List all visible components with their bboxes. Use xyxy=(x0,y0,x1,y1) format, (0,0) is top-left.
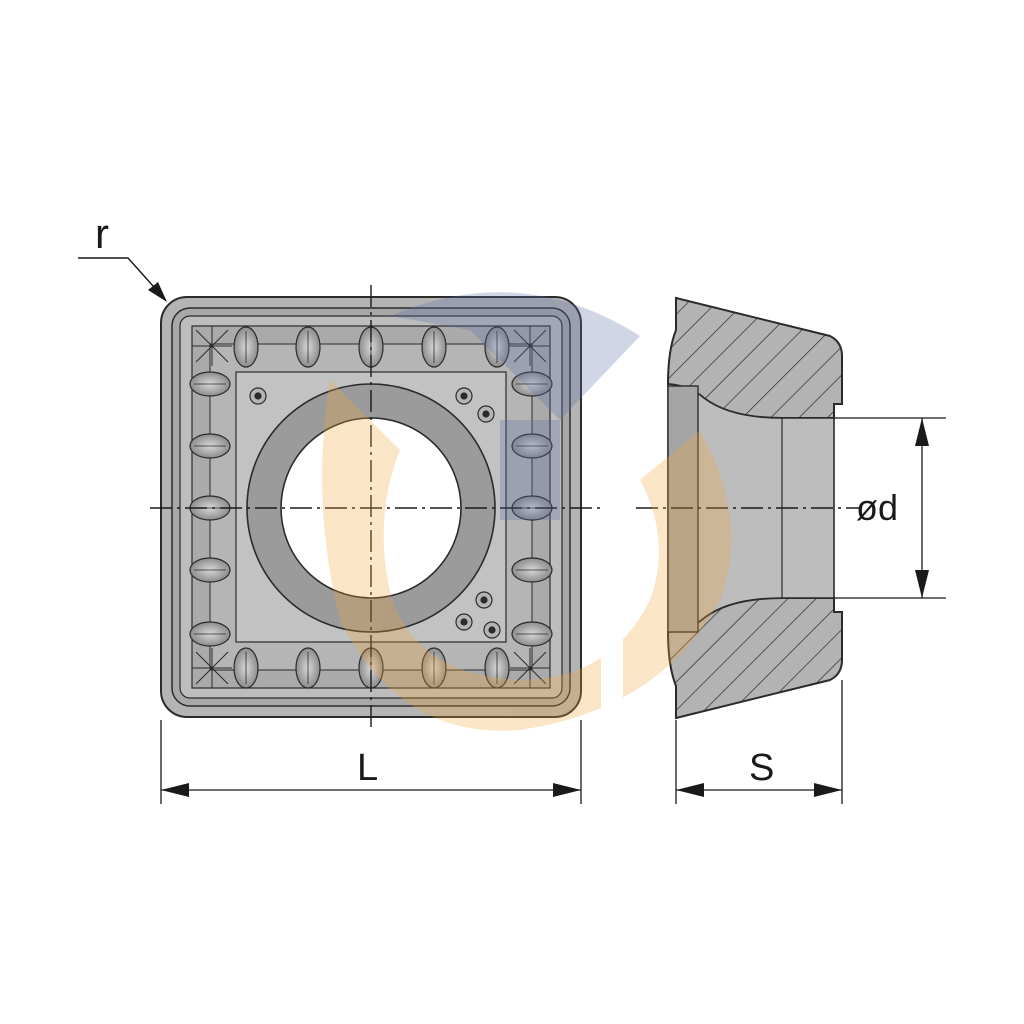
diameter-label: ød xyxy=(856,487,898,528)
thickness-label: S xyxy=(749,747,774,789)
radius-label: r xyxy=(95,210,109,257)
watermark-orange-ring xyxy=(322,380,732,731)
chipbreaker-grooves xyxy=(189,326,553,689)
insert-top-view xyxy=(150,285,600,732)
insert-section-view xyxy=(636,296,860,720)
watermark-blue-center xyxy=(500,420,560,520)
thickness-dimension xyxy=(675,680,843,804)
section-counterbore xyxy=(667,385,699,633)
radius-leader xyxy=(78,257,163,297)
radius-arrowhead xyxy=(148,282,167,302)
watermark-logo xyxy=(322,292,732,731)
watermark-blue-arc xyxy=(390,292,640,420)
length-dimension xyxy=(160,720,582,804)
center-lines xyxy=(150,285,600,732)
diameter-dimension xyxy=(834,417,946,599)
radius-dimension: r xyxy=(78,210,167,302)
corner-marks xyxy=(192,326,550,688)
length-label: L xyxy=(357,747,378,789)
marking-dots xyxy=(249,387,501,639)
